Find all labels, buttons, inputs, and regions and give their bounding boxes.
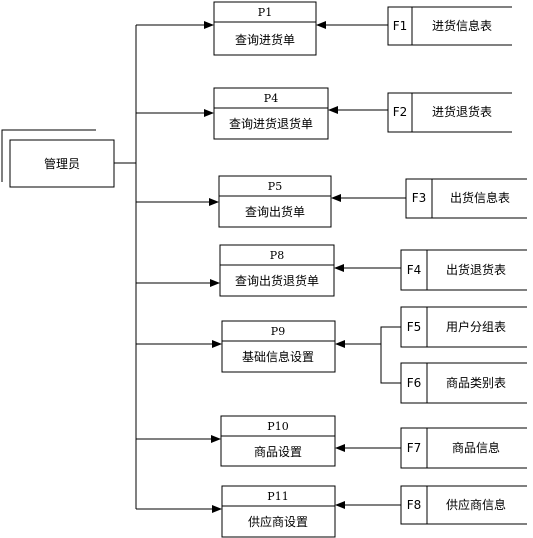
process-p5: P5 查询出货单 <box>218 175 332 228</box>
process-id: P4 <box>264 92 278 105</box>
process-p10: P10 商品设置 <box>220 415 336 467</box>
store-name: 进货信息表 <box>432 18 492 33</box>
actor-label: 管理员 <box>44 156 80 171</box>
actor-flows <box>136 21 222 513</box>
store-f3: F3 出货信息表 <box>405 178 527 219</box>
flow-f5-f6-bracket <box>380 326 401 384</box>
process-p4: P4 查询进货退货单 <box>213 87 329 140</box>
store-name: 出货退货表 <box>446 262 506 277</box>
process-id: P11 <box>267 490 288 503</box>
process-p8: P8 查询出货退货单 <box>219 244 335 297</box>
process-p9: P9 基础信息设置 <box>221 320 336 373</box>
process-id: P5 <box>268 180 282 193</box>
store-name: 商品类别表 <box>446 375 506 390</box>
store-f4: F4 出货退货表 <box>400 249 527 291</box>
store-flows <box>316 21 406 509</box>
process-name: 商品设置 <box>254 444 302 459</box>
store-name: 商品信息 <box>452 440 500 455</box>
actor-shadow-edge <box>1 129 96 182</box>
store-f2: F2 进货退货表 <box>387 92 512 133</box>
store-id: F5 <box>407 320 422 334</box>
store-f7: F7 商品信息 <box>400 427 527 469</box>
process-name: 查询进货单 <box>235 32 295 47</box>
process-name: 查询出货单 <box>245 204 305 219</box>
store-id: F7 <box>407 441 422 455</box>
store-id: F1 <box>393 19 408 33</box>
store-id: F4 <box>407 263 422 277</box>
process-id: P8 <box>270 249 284 262</box>
process-name: 查询出货退货单 <box>235 273 319 288</box>
store-id: F6 <box>407 376 422 390</box>
store-name: 出货信息表 <box>450 190 510 205</box>
store-name: 供应商信息 <box>446 497 506 512</box>
store-id: F2 <box>393 105 408 119</box>
store-id: F3 <box>412 191 427 205</box>
process-p1: P1 查询进货单 <box>213 1 317 56</box>
store-f1: F1 进货信息表 <box>387 6 512 46</box>
store-f6: F6 商品类别表 <box>400 362 527 404</box>
store-f8: F8 供应商信息 <box>400 485 527 525</box>
store-f5: F5 用户分组表 <box>400 306 527 348</box>
process-id: P10 <box>267 420 288 433</box>
process-id: P1 <box>258 6 272 19</box>
process-id: P9 <box>271 325 285 338</box>
process-name: 查询进货退货单 <box>229 116 313 131</box>
actor-administrator: 管理员 <box>1 129 115 188</box>
store-id: F8 <box>407 498 422 512</box>
process-name: 基础信息设置 <box>242 349 314 364</box>
store-name: 进货退货表 <box>432 104 492 119</box>
process-p11: P11 供应商设置 <box>221 485 336 538</box>
process-name: 供应商设置 <box>248 514 308 529</box>
store-name: 用户分组表 <box>446 319 506 334</box>
